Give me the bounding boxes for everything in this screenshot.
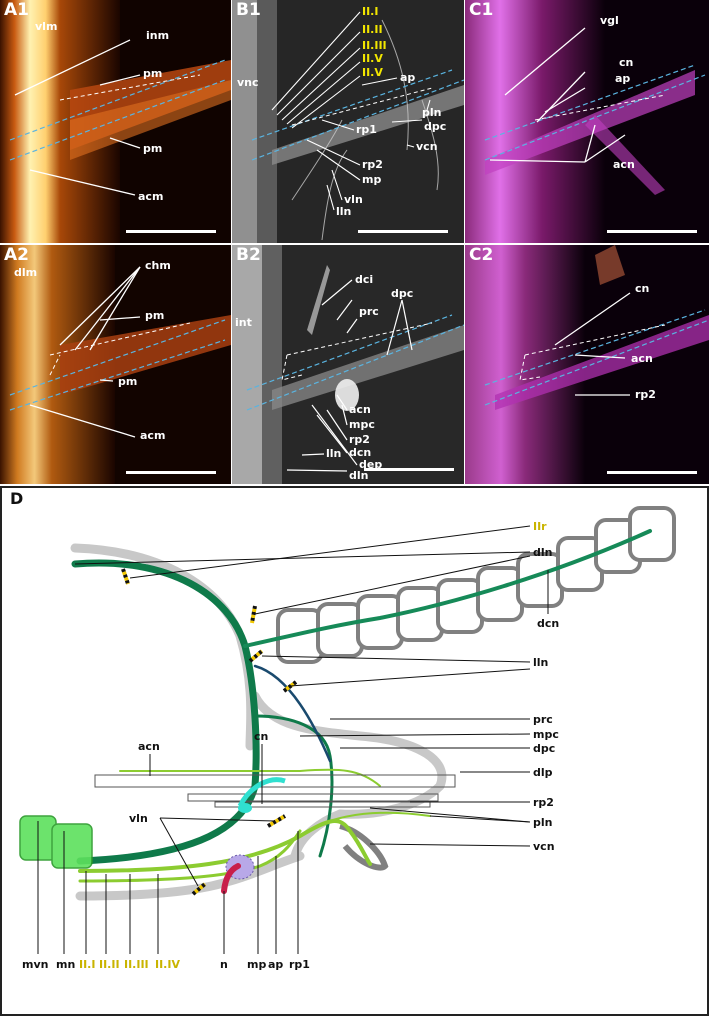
d-label-mpc: mpc bbox=[533, 728, 559, 741]
b1-label-vln: vln bbox=[344, 193, 363, 206]
b1-label-vcn: vcn bbox=[416, 140, 438, 153]
a1-label-acm: acm bbox=[138, 190, 163, 203]
panel-d-id: D bbox=[10, 489, 23, 508]
b1-label-iiii: II.II bbox=[362, 23, 383, 36]
a2-label-pm-1: pm bbox=[145, 309, 164, 322]
panel-b2-id: B2 bbox=[236, 245, 261, 265]
panel-b1-id: B1 bbox=[236, 0, 261, 20]
a1-scale-bar bbox=[126, 230, 216, 233]
b1-label-pln: pln bbox=[422, 106, 441, 119]
d-label-pln: pln bbox=[533, 816, 552, 829]
d-label-mn: mn bbox=[56, 958, 75, 971]
panel-a2-id: A2 bbox=[4, 245, 29, 265]
b2-label-mpc: mpc bbox=[349, 418, 375, 431]
panel-b1-image: II.I II.II II.III II.V II.V vnc ap pln d… bbox=[232, 0, 464, 243]
b1-tissue-label: vnc bbox=[237, 76, 259, 89]
c2-label-rp2: rp2 bbox=[635, 388, 656, 401]
b2-label-prc: prc bbox=[359, 305, 379, 318]
a1-label-inm: inm bbox=[146, 29, 169, 42]
d-label-bii: II.I bbox=[79, 958, 95, 971]
panel-b2: int dci dpc prc acn mpc rp2 dcn dep lln … bbox=[232, 245, 464, 484]
b1-label-mp: mp bbox=[362, 173, 381, 186]
d-label-cn: cn bbox=[254, 730, 268, 743]
d-label-biiiii: II.III bbox=[124, 958, 149, 971]
panel-b2-image: int dci dpc prc acn mpc rp2 dcn dep lln … bbox=[232, 245, 464, 484]
c1-label-vgl: vgl bbox=[600, 14, 619, 27]
panel-d-diagram: D IIr dln lln dcn prc mpc dpc dlp rp2 pl… bbox=[0, 486, 709, 1016]
d-label-vln: vln bbox=[129, 812, 148, 825]
a2-label-acm: acm bbox=[140, 429, 165, 442]
d-label-ap: ap bbox=[268, 958, 283, 971]
a2-scale-bar bbox=[126, 471, 216, 474]
b1-label-iiiii: II.III bbox=[362, 39, 387, 52]
d-label-mp: mp bbox=[247, 958, 266, 971]
d-label-mvn: mvn bbox=[22, 958, 48, 971]
d-label-n: n bbox=[220, 958, 228, 971]
a1-tissue-label: vlm bbox=[35, 20, 57, 33]
a1-label-pm-2: pm bbox=[143, 142, 162, 155]
panel-c1-id: C1 bbox=[469, 0, 494, 20]
c2-label-acn: acn bbox=[631, 352, 653, 365]
b2-label-dpc: dpc bbox=[391, 287, 413, 300]
c1-label-ap: ap bbox=[615, 72, 630, 85]
d-label-acn: acn bbox=[138, 740, 160, 753]
d-label-vcn: vcn bbox=[533, 840, 555, 853]
d-label-dpc: dpc bbox=[533, 742, 555, 755]
panel-c1-image: vgl cn ap acn bbox=[465, 0, 709, 243]
b2-label-acn: acn bbox=[349, 403, 371, 416]
b1-label-rp1: rp1 bbox=[356, 123, 377, 136]
b2-label-dcn: dcn bbox=[349, 446, 371, 459]
panel-a2-image: dlm chm pm pm acm bbox=[0, 245, 231, 484]
a2-label-chm: chm bbox=[145, 259, 171, 272]
panel-a1-id: A1 bbox=[4, 0, 29, 20]
d-label-lln: lln bbox=[533, 656, 548, 669]
b1-label-iiv: II.V bbox=[362, 52, 383, 65]
panel-a1: vlm inm pm pm acm A1 bbox=[0, 0, 231, 243]
a2-label-pm-2: pm bbox=[118, 375, 137, 388]
d-label-prc: prc bbox=[533, 713, 553, 726]
panel-a1-image: vlm inm pm pm acm bbox=[0, 0, 231, 243]
panel-a2: dlm chm pm pm acm A2 bbox=[0, 245, 231, 484]
b1-label-dpc: dpc bbox=[424, 120, 446, 133]
panel-c2-id: C2 bbox=[469, 245, 494, 265]
b1-label-iii: II.I bbox=[362, 5, 378, 18]
b2-label-rp2: rp2 bbox=[349, 433, 370, 446]
b2-label-dep: dep bbox=[359, 458, 382, 471]
d-label-rp1: rp1 bbox=[289, 958, 310, 971]
c1-label-acn: acn bbox=[613, 158, 635, 171]
c2-scale-bar bbox=[607, 471, 697, 474]
b1-label-ap: ap bbox=[400, 71, 415, 84]
c2-label-cn: cn bbox=[635, 282, 649, 295]
panel-c2-image: cn acn rp2 bbox=[465, 245, 709, 484]
b1-label-rp2: rp2 bbox=[362, 158, 383, 171]
panel-b1: II.I II.II II.III II.V II.V vnc ap pln d… bbox=[232, 0, 464, 243]
d-label-dln: dln bbox=[533, 546, 552, 559]
b2-tissue-label: int bbox=[235, 316, 252, 329]
a2-tissue-label: dlm bbox=[14, 266, 37, 279]
d-label-dcn: dcn bbox=[537, 617, 559, 630]
b1-label-iiv-2: II.V bbox=[362, 66, 383, 79]
panel-c2: cn acn rp2 C2 bbox=[465, 245, 709, 484]
b2-label-dci: dci bbox=[355, 273, 373, 286]
panel-d: D IIr dln lln dcn prc mpc dpc dlp rp2 pl… bbox=[0, 486, 709, 1016]
panel-c1: vgl cn ap acn C1 bbox=[465, 0, 709, 243]
b2-label-lln: lln bbox=[326, 447, 341, 460]
b2-label-dln: dln bbox=[349, 469, 368, 482]
c1-scale-bar bbox=[607, 230, 697, 233]
d-label-biiii: II.II bbox=[99, 958, 120, 971]
d-label-dlp: dlp bbox=[533, 766, 553, 779]
b2-scale-bar bbox=[364, 468, 454, 471]
b1-label-lln: lln bbox=[336, 205, 351, 218]
b1-scale-bar bbox=[358, 230, 448, 233]
c1-label-cn: cn bbox=[619, 56, 633, 69]
d-label-biiv: II.IV bbox=[155, 958, 180, 971]
a1-label-pm-1: pm bbox=[143, 67, 162, 80]
d-label-rp2: rp2 bbox=[533, 796, 554, 809]
d-label-iir: IIr bbox=[533, 520, 547, 533]
